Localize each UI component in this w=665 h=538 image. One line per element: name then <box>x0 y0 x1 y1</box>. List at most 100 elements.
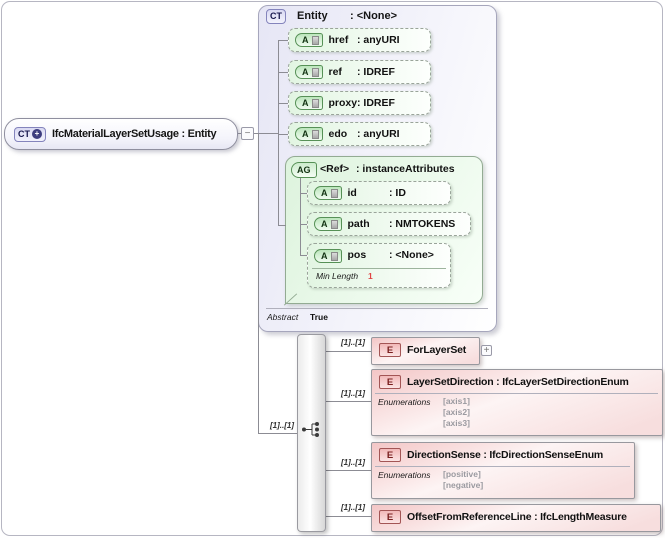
enumeration-value: [negative] <box>443 480 484 490</box>
complextype-badge: CT <box>266 9 286 24</box>
connector-line <box>278 225 286 226</box>
root-element-ifcmateriallayersetusage[interactable]: CT + IfcMaterialLayerSetUsage : Entity <box>4 118 238 150</box>
element-title: ForLayerSet <box>407 344 467 356</box>
sequence-icon <box>302 422 319 437</box>
connector-line <box>278 40 289 41</box>
enumerations-label: Enumerations <box>378 397 431 407</box>
abstract-value: True <box>310 312 328 322</box>
connector-line <box>300 224 307 225</box>
attribute-badge: A <box>295 127 323 141</box>
collapse-toggle[interactable]: − <box>241 127 254 140</box>
attribute-name: pos <box>347 249 367 261</box>
abstract-label: Abstract <box>267 312 299 322</box>
connector-line <box>326 401 371 402</box>
element-divider <box>375 466 630 467</box>
element-divider <box>375 393 658 394</box>
connector-line <box>326 470 371 471</box>
attribute-badge-label: A <box>302 98 309 108</box>
attribute-row-pos[interactable]: A pos : <None> <box>307 243 451 288</box>
expand-toggle[interactable]: + <box>481 345 492 356</box>
attribute-badge: A <box>295 65 323 79</box>
complextype-badge-label: CT <box>270 11 282 21</box>
attribute-type: : <None> <box>389 249 434 261</box>
attribute-row-edo[interactable]: A edo : anyURI <box>288 122 431 146</box>
cardinality-label: [1]..[1] <box>341 458 365 467</box>
attribute-badge-label: A <box>302 129 309 139</box>
attribute-badge-square-icon <box>311 129 319 139</box>
cardinality-label: [1]..[1] <box>341 389 365 398</box>
attribute-badge: A <box>295 33 323 47</box>
element-badge: E <box>379 375 401 389</box>
attribute-name: href <box>328 34 349 46</box>
connector-line <box>278 134 289 135</box>
attribute-badge-square-icon <box>330 188 338 198</box>
entity-footer-divider <box>266 308 488 309</box>
entity-type-base: : <None> <box>350 10 398 22</box>
attribute-badge-label: A <box>321 219 328 229</box>
cardinality-label: [1]..[1] <box>341 503 365 512</box>
attributegroup-type: : instanceAttributes <box>356 163 455 175</box>
connector-line <box>238 133 241 134</box>
attributegroup-badge-label: AG <box>297 165 311 175</box>
attribute-row-id[interactable]: A id : ID <box>307 181 451 205</box>
element-box-directionsense[interactable] <box>371 442 635 499</box>
attribute-badge: A <box>314 217 342 231</box>
connector-line <box>326 351 371 352</box>
attribute-type: : anyURI <box>357 34 400 46</box>
element-title: LayerSetDirection : IfcLayerSetDirection… <box>407 376 629 388</box>
attribute-type: : ID <box>389 187 406 199</box>
attribute-badge-label: A <box>302 67 309 77</box>
enumeration-value: [axis3] <box>443 418 470 428</box>
enumeration-value: [positive] <box>443 469 481 479</box>
attribute-name: proxy <box>328 97 358 109</box>
attribute-badge-square-icon <box>330 251 338 261</box>
attribute-type: : IDREF <box>357 66 395 78</box>
enumeration-value: [axis1] <box>443 396 470 406</box>
element-badge: E <box>379 448 401 462</box>
facet-divider <box>312 268 446 269</box>
attribute-badge: A <box>314 249 342 263</box>
cardinality-label: [1]..[1] <box>270 421 294 430</box>
attribute-row-path[interactable]: A path : NMTOKENS <box>307 212 471 236</box>
min-length-facet-label: Min Length <box>316 271 359 281</box>
attribute-badge-label: A <box>302 35 309 45</box>
root-element-title: IfcMaterialLayerSetUsage : Entity <box>52 128 217 140</box>
attribute-row-ref[interactable]: A ref : IDREF <box>288 60 431 84</box>
connector-line <box>326 516 371 517</box>
attribute-badge-label: A <box>321 251 328 261</box>
attribute-name: path <box>347 218 370 230</box>
attribute-name: edo <box>328 128 348 140</box>
element-badge: E <box>379 510 401 524</box>
connector-line <box>300 193 307 194</box>
connector-line <box>278 103 289 104</box>
attribute-row-proxy[interactable]: A proxy : IDREF <box>288 91 431 115</box>
connector-line <box>278 72 289 73</box>
attribute-type: : IDREF <box>357 97 395 109</box>
attribute-badge: A <box>314 186 342 200</box>
attribute-row-href[interactable]: A href : anyURI <box>288 28 431 52</box>
attribute-name: id <box>347 187 357 199</box>
attribute-type: : anyURI <box>357 128 400 140</box>
connector-line <box>300 176 301 255</box>
connector-line <box>278 40 279 225</box>
element-box-layersetdirection[interactable] <box>371 369 663 436</box>
entity-type-name: Entity <box>297 10 328 22</box>
element-title: DirectionSense : IfcDirectionSenseEnum <box>407 449 604 461</box>
complextype-badge: CT + <box>14 126 46 142</box>
attribute-type: : NMTOKENS <box>389 218 456 230</box>
cardinality-label: [1]..[1] <box>341 338 365 347</box>
connector-line <box>300 255 307 256</box>
element-box-offsetfromreferenceline[interactable] <box>371 504 661 532</box>
connector-line <box>254 133 278 134</box>
attribute-badge-square-icon <box>330 219 338 229</box>
min-length-facet-value: 1 <box>368 271 373 281</box>
enumeration-value: [axis2] <box>443 407 470 417</box>
minus-icon: − <box>244 128 251 139</box>
attribute-badge-label: A <box>321 188 328 198</box>
attribute-name: ref <box>328 66 342 78</box>
attribute-badge-square-icon <box>311 35 319 45</box>
plus-icon: + <box>483 345 490 356</box>
connector-line <box>258 133 259 434</box>
